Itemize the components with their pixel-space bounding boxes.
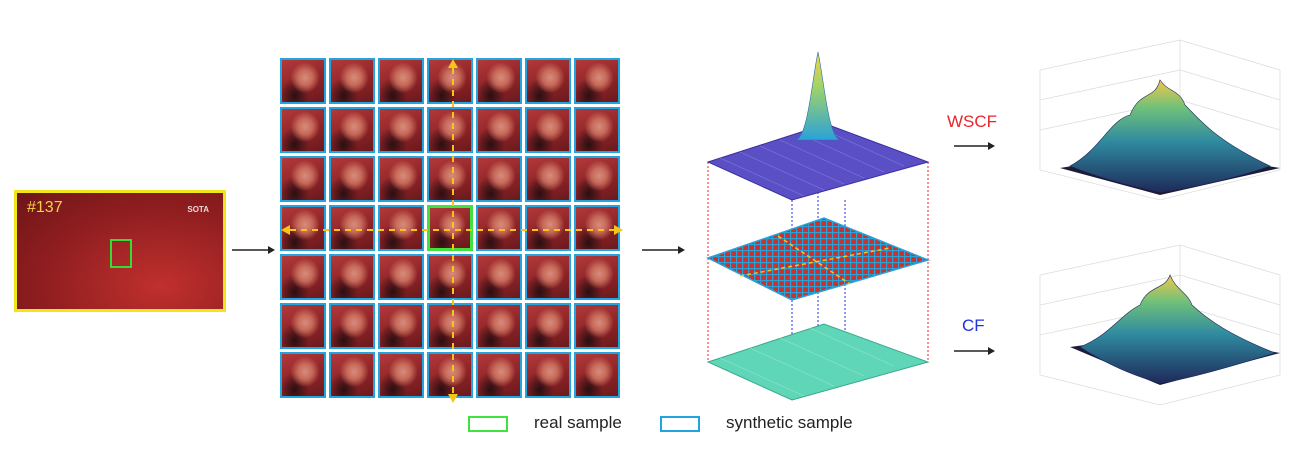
synthetic-sample-cell [525, 352, 571, 398]
legend-synthetic-label: synthetic sample [726, 413, 853, 432]
synthetic-sample-cell [329, 107, 375, 153]
arrow-icon [954, 142, 995, 150]
frame-number: #137 [27, 199, 63, 216]
synthetic-sample-cell [378, 58, 424, 104]
synthetic-sample-cell [427, 156, 473, 202]
synthetic-sample-cell [329, 254, 375, 300]
synthetic-sample-cell [427, 107, 473, 153]
synthetic-sample-cell [280, 352, 326, 398]
sample-grid [280, 58, 624, 404]
real-sample-cell [427, 205, 473, 251]
legend-real-label: real sample [534, 413, 622, 432]
synthetic-sample-cell [476, 205, 522, 251]
synthetic-sample-cell [329, 303, 375, 349]
synthetic-sample-cell [574, 254, 620, 300]
synthetic-sample-cell [280, 156, 326, 202]
synthetic-sample-cell [427, 303, 473, 349]
legend-synthetic-swatch [660, 416, 700, 432]
synthetic-sample-cell [525, 156, 571, 202]
synthetic-sample-cell [329, 205, 375, 251]
arrow-icon [642, 246, 685, 254]
synthetic-sample-cell [476, 352, 522, 398]
synthetic-sample-cell [574, 58, 620, 104]
synthetic-sample-cell [476, 254, 522, 300]
synthetic-sample-cell [476, 303, 522, 349]
synthetic-sample-cell [525, 205, 571, 251]
arrow-icon [232, 246, 275, 254]
synthetic-sample-cell [574, 303, 620, 349]
shift-arrows [281, 59, 623, 403]
wscf-label: WSCF [947, 112, 998, 131]
channel-logo: SOTA [187, 205, 209, 214]
cf-label: CF [962, 316, 985, 335]
synthetic-sample-cell [378, 254, 424, 300]
synthetic-sample-cell [427, 254, 473, 300]
cf-response-surface [1039, 244, 1281, 406]
synthetic-sample-cell [574, 352, 620, 398]
wscf-response-surface [1039, 39, 1281, 201]
arrow-icon [954, 347, 995, 355]
synthetic-sample-cell [378, 205, 424, 251]
synthetic-sample-cell [280, 107, 326, 153]
synthetic-sample-cell [378, 107, 424, 153]
legend-real-swatch [468, 416, 508, 432]
synthetic-sample-cell [525, 254, 571, 300]
synthetic-sample-cell [280, 58, 326, 104]
synthetic-sample-cell [574, 156, 620, 202]
synthetic-sample-cell [378, 303, 424, 349]
synthetic-sample-cell [476, 107, 522, 153]
real-sample-box [110, 239, 132, 268]
synthetic-sample-cell [329, 156, 375, 202]
synthetic-sample-cell [329, 352, 375, 398]
synthetic-sample-cell [280, 303, 326, 349]
synthetic-sample-cell [427, 352, 473, 398]
synthetic-sample-cell [476, 58, 522, 104]
input-frame: #137 SOTA [14, 190, 226, 312]
synthetic-sample-cell [280, 254, 326, 300]
layered-planes [706, 51, 931, 401]
synthetic-sample-cell [378, 352, 424, 398]
synthetic-sample-cell [378, 156, 424, 202]
synthetic-sample-cell [525, 303, 571, 349]
synthetic-sample-cell [525, 107, 571, 153]
synthetic-sample-cell [525, 58, 571, 104]
synthetic-sample-cell [476, 156, 522, 202]
synthetic-sample-cell [574, 107, 620, 153]
synthetic-sample-cell [329, 58, 375, 104]
